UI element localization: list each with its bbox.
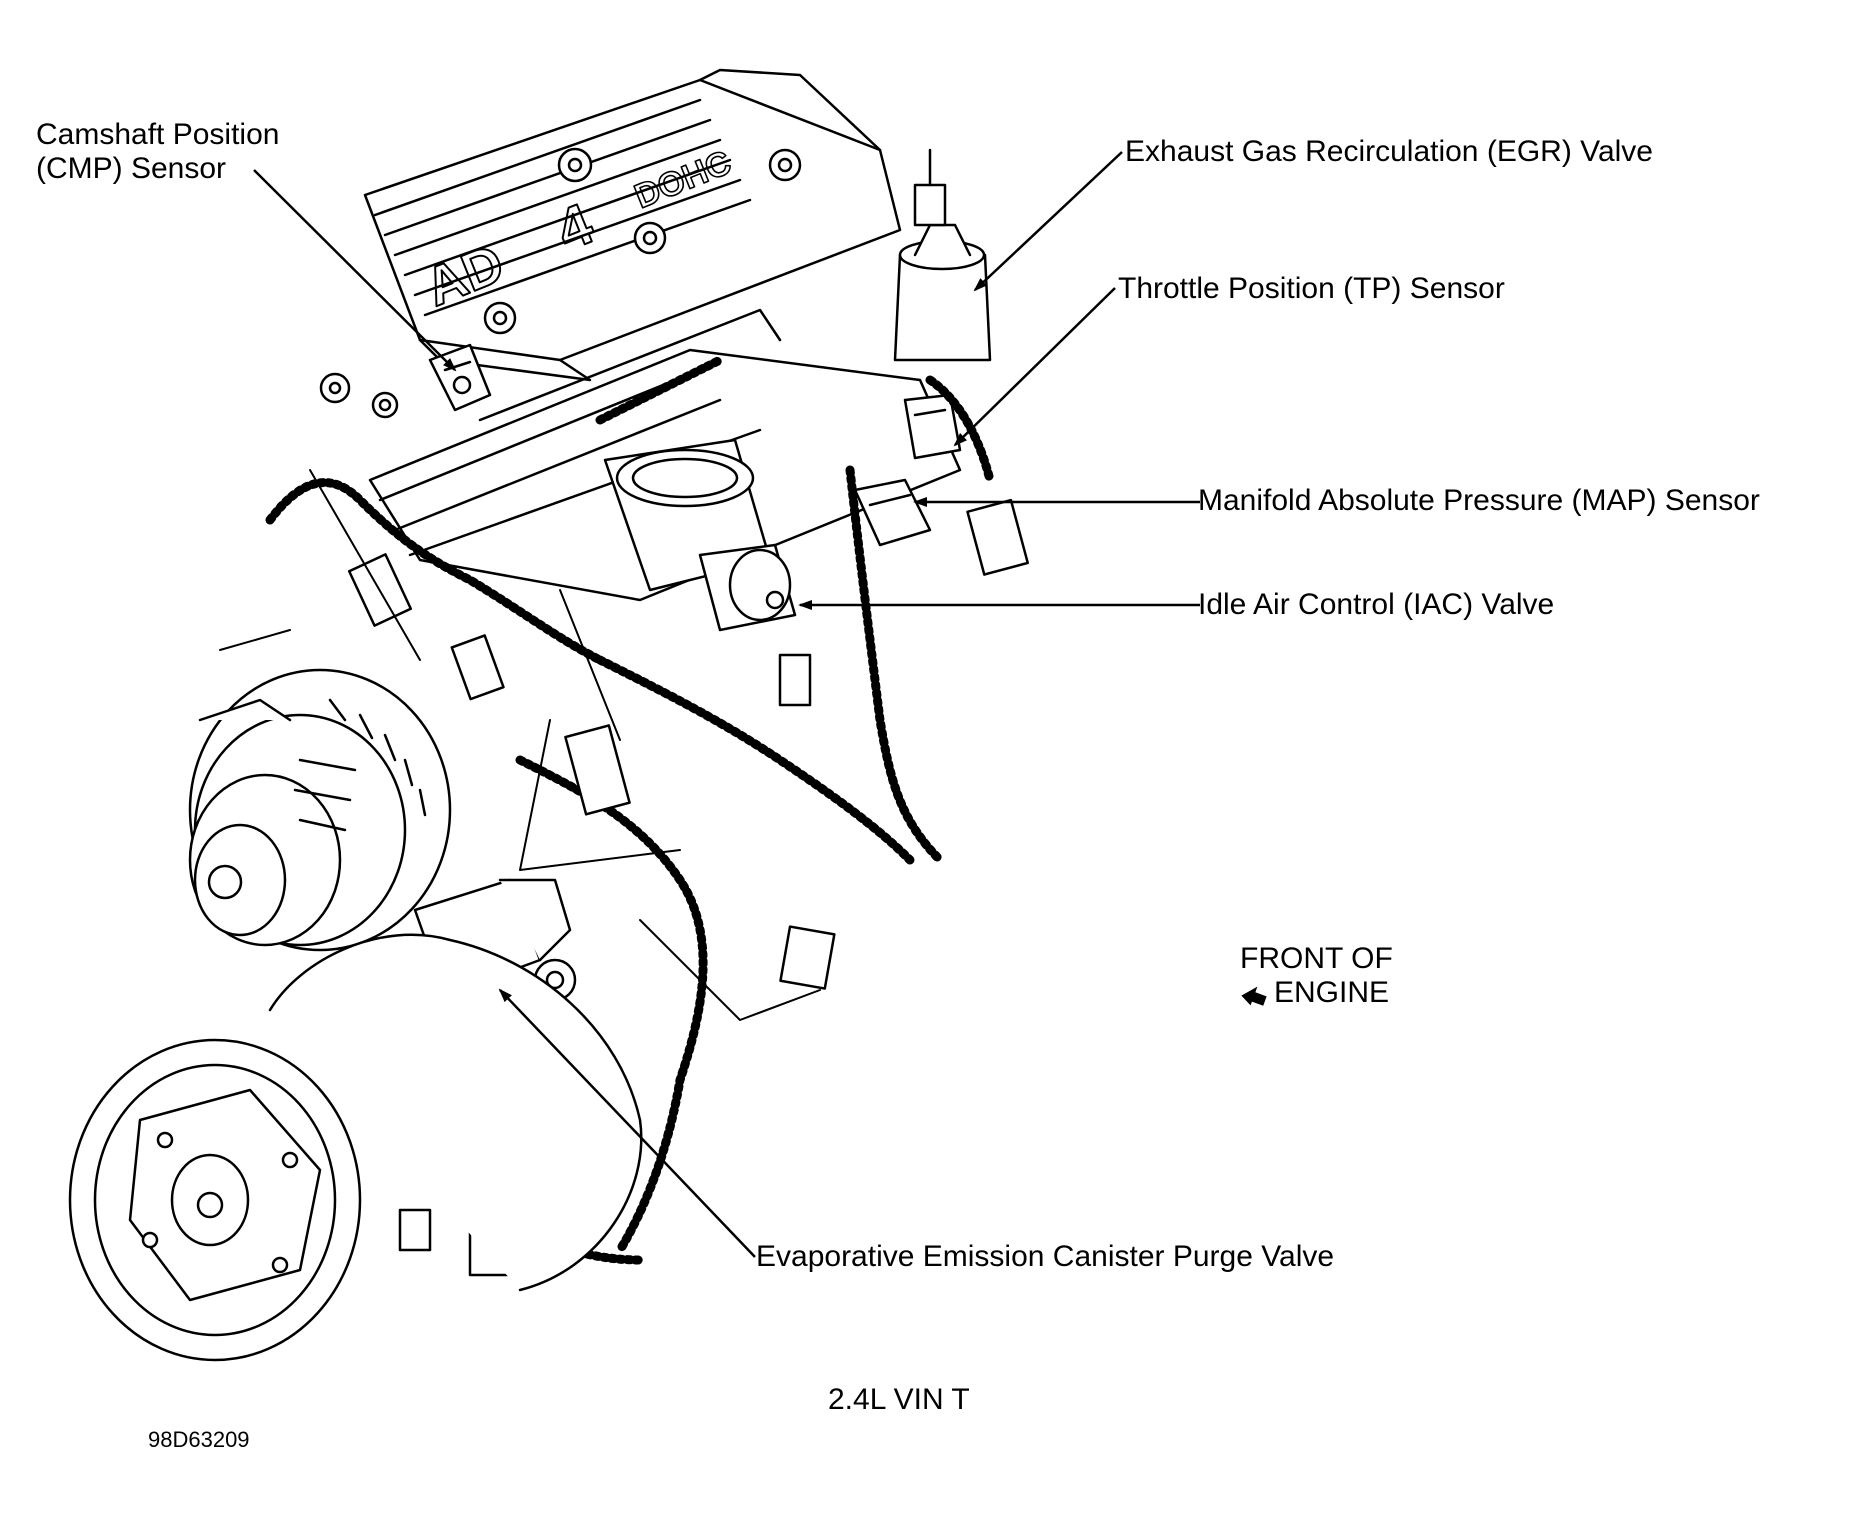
brackets — [219, 469, 821, 1021]
alternator — [188, 668, 452, 952]
label-cmp-sensor-line2: (CMP) Sensor — [36, 152, 227, 185]
leader-evap — [498, 988, 756, 1258]
front-of-engine-indicator: FRONT OF ENGINE — [1240, 942, 1393, 1010]
leader-lines — [253, 151, 1200, 1258]
label-cmp-sensor-line1: Camshaft Position — [36, 118, 280, 151]
front-of-engine-line2: ENGINE — [1274, 976, 1390, 1009]
map-sensor-part — [853, 478, 1030, 576]
valve-cover-bolts — [319, 147, 802, 419]
front-direction-arrow-icon — [1241, 986, 1267, 1006]
front-of-engine-line1: FRONT OF — [1240, 942, 1393, 975]
label-evap-purge-valve: Evaporative Emission Canister Purge Valv… — [756, 1240, 1335, 1273]
leader-egr — [973, 151, 1123, 292]
intake-manifold — [368, 308, 962, 602]
tp-sensor-part — [903, 393, 962, 460]
iac-valve-part — [698, 543, 797, 632]
leader-tp — [953, 287, 1116, 447]
lower-pulley — [68, 933, 643, 1362]
egr-valve — [893, 148, 992, 362]
label-egr-valve: Exhaust Gas Recirculation (EGR) Valve — [1125, 135, 1653, 168]
figure-code: 98D63209 — [148, 1427, 250, 1452]
label-map-sensor: Manifold Absolute Pressure (MAP) Sensor — [1198, 484, 1760, 517]
valve-cover: AD 4 DOHC — [363, 68, 902, 382]
engine-spec-caption: 2.4L VIN T — [828, 1383, 970, 1416]
label-iac-valve: Idle Air Control (IAC) Valve — [1198, 588, 1555, 621]
engine-illustration: AD 4 DOHC — [68, 68, 1030, 1362]
label-tp-sensor: Throttle Position (TP) Sensor — [1118, 272, 1505, 305]
leader-cmp — [253, 169, 457, 372]
